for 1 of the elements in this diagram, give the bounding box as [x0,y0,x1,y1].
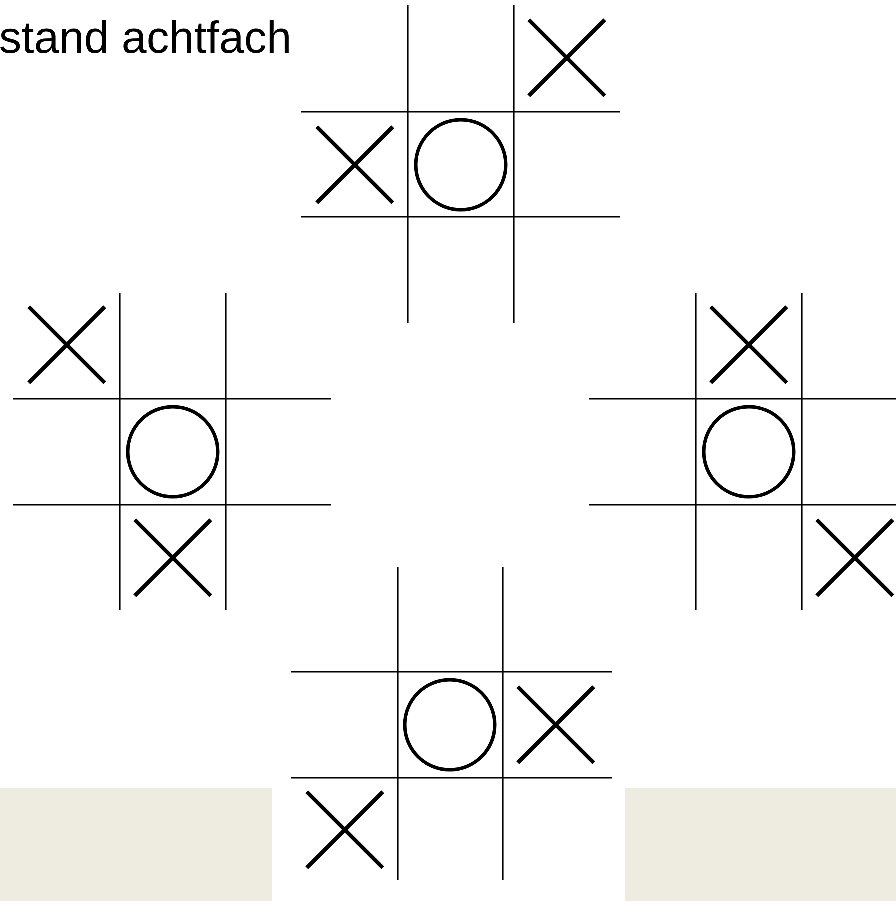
caption-text: stand achtfach [0,20,289,54]
